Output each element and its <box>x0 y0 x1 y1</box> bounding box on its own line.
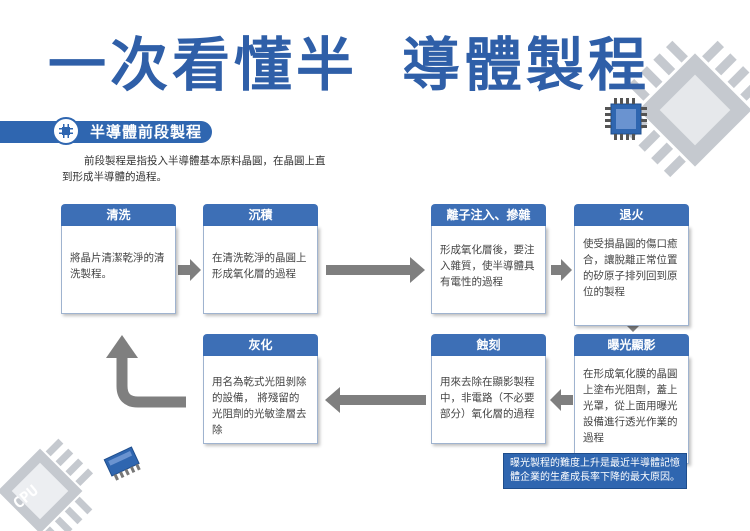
step-deposit: 沉積 在清洗乾淨的晶圓上形成氧化層的過程 <box>203 204 318 314</box>
cpu-decoration-bottom-left <box>0 438 94 531</box>
page-title-part2: 導體製程 <box>402 31 651 99</box>
step-expose-title: 曝光顯影 <box>574 334 689 356</box>
step-deposit-title: 沉積 <box>203 204 318 226</box>
step-clean-desc: 將晶片清潔乾淨的清洗製程。 <box>61 226 176 314</box>
step-expose-desc: 在形成氧化膜的晶圓上塗布光阻劑，蓋上光罩，從上面用曝光設備進行透光作業的過程 <box>574 356 689 464</box>
step-ash-title: 灰化 <box>203 334 318 356</box>
step-clean-title: 清洗 <box>61 204 176 226</box>
step-implant-desc: 形成氧化層後，要注入雜質，使半導體具有電性的過程 <box>431 226 546 314</box>
step-clean: 清洗 將晶片清潔乾淨的清洗製程。 <box>61 204 176 314</box>
step-anneal: 退火 使受損晶圓的傷口癒合，讓脫離正常位置的矽原子排列回到原位的製程 <box>574 204 689 326</box>
page-title: 一次看懂半 導體製程 <box>0 18 750 99</box>
page-title-part1: 一次看懂半 <box>48 31 359 99</box>
step-anneal-title: 退火 <box>574 204 689 226</box>
step-anneal-desc: 使受損晶圓的傷口癒合，讓脫離正常位置的矽原子排列回到原位的製程 <box>574 226 689 326</box>
intro-text: 前段製程是指投入半導體基本原料晶圓，在晶圓上直到形成半導體的過程。 <box>62 155 326 183</box>
step-ash: 灰化 用名為乾式光阻剝除的設備， 將殘留的光阻劑的光敏塗層去除 <box>203 334 318 444</box>
step-etch: 蝕刻 用來去除在顯影製程中，非電路（不必要部分）氧化層的過程 <box>431 334 546 444</box>
section-title: 半導體前段製程 <box>90 123 203 141</box>
step-expose: 曝光顯影 在形成氧化膜的晶圓上塗布光阻劑，蓋上光罩，從上面用曝光設備進行透光作業… <box>574 334 689 464</box>
exposure-note: 曝光製程的難度上升是最近半導體記憶體企業的生產成長率下降的最大原因。 <box>503 453 687 489</box>
chip-badge-icon <box>52 117 80 145</box>
chip-decoration-top-right <box>625 40 750 178</box>
chip-icon <box>605 98 647 140</box>
step-ash-desc: 用名為乾式光阻剝除的設備， 將殘留的光阻劑的光敏塗層去除 <box>203 356 318 444</box>
step-etch-title: 蝕刻 <box>431 334 546 356</box>
memory-chip-icon <box>103 446 141 481</box>
step-implant: 離子注入、摻雜 形成氧化層後，要注入雜質，使半導體具有電性的過程 <box>431 204 546 314</box>
step-implant-title: 離子注入、摻雜 <box>431 204 546 226</box>
step-deposit-desc: 在清洗乾淨的晶圓上形成氧化層的過程 <box>203 226 318 314</box>
step-etch-desc: 用來去除在顯影製程中，非電路（不必要部分）氧化層的過程 <box>431 356 546 444</box>
